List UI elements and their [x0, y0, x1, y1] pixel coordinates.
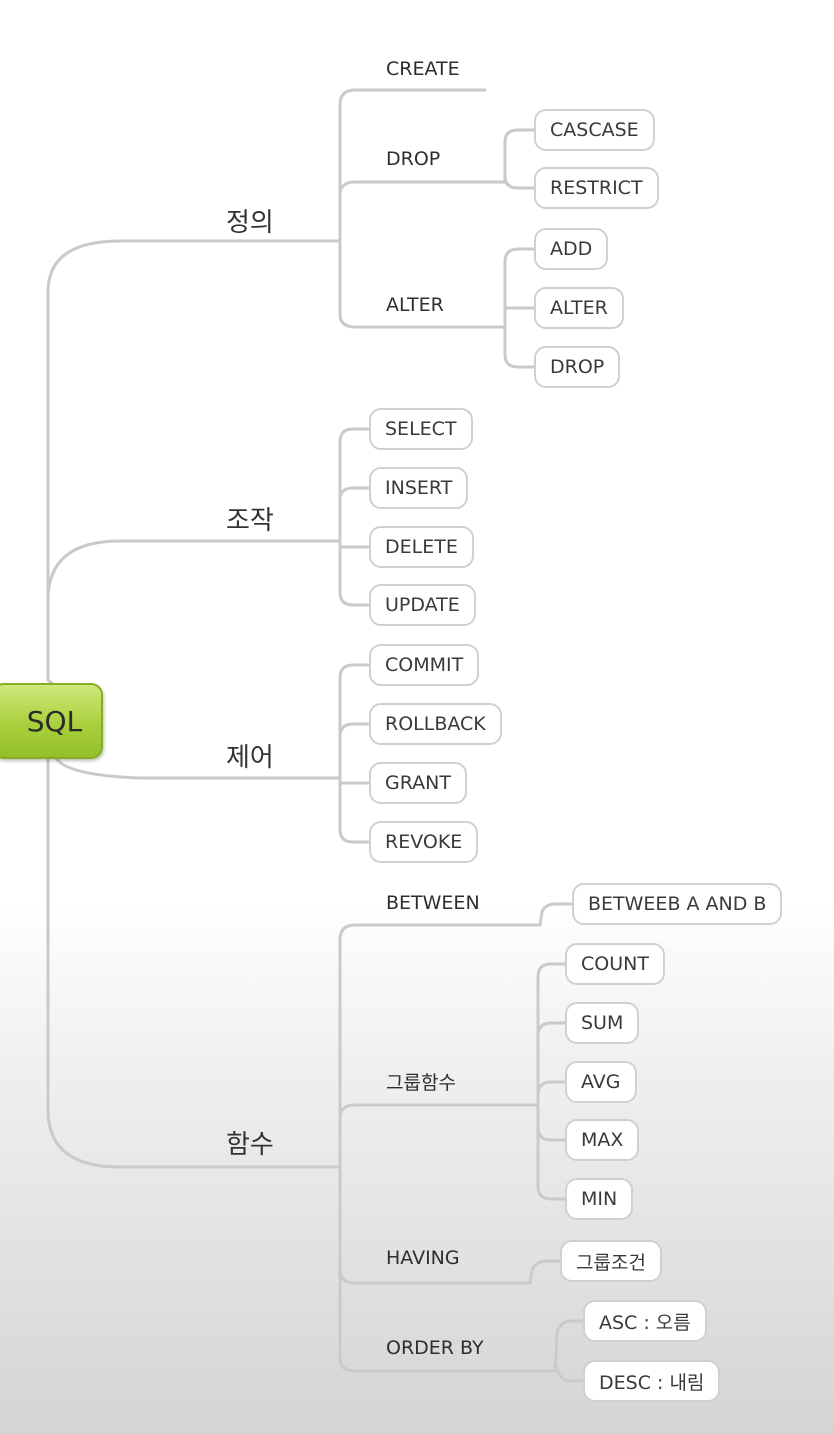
alter-option-drop[interactable]: DROP: [534, 346, 621, 388]
control-commit[interactable]: COMMIT: [369, 644, 480, 686]
functions-orderby[interactable]: ORDER BY: [386, 1337, 484, 1359]
orderby-desc[interactable]: DESC : 내림: [583, 1360, 721, 1402]
control-rollback[interactable]: ROLLBACK: [369, 703, 502, 745]
between-detail[interactable]: BETWEEB A AND B: [572, 883, 783, 925]
root-label: SQL: [26, 704, 83, 738]
manipulation-update[interactable]: UPDATE: [369, 584, 476, 626]
alter-option-alter[interactable]: ALTER: [534, 287, 624, 329]
group-avg[interactable]: AVG: [565, 1061, 637, 1103]
group-count[interactable]: COUNT: [565, 943, 665, 985]
definition-alter[interactable]: ALTER: [386, 294, 444, 316]
group-min[interactable]: MIN: [565, 1178, 634, 1220]
control-grant[interactable]: GRANT: [369, 762, 467, 804]
manipulation-select[interactable]: SELECT: [369, 408, 473, 450]
alter-option-add[interactable]: ADD: [534, 228, 609, 270]
orderby-asc[interactable]: ASC : 오름: [583, 1300, 707, 1342]
category-definition[interactable]: 정의: [226, 208, 274, 238]
drop-option-cascade[interactable]: CASCASE: [534, 109, 655, 151]
group-sum[interactable]: SUM: [565, 1002, 640, 1044]
root-node-sql[interactable]: SQL: [0, 683, 103, 759]
functions-having[interactable]: HAVING: [386, 1247, 460, 1269]
functions-group[interactable]: 그룹함수: [386, 1072, 456, 1094]
manipulation-delete[interactable]: DELETE: [369, 526, 474, 568]
drop-option-restrict[interactable]: RESTRICT: [534, 167, 659, 209]
definition-drop[interactable]: DROP: [386, 148, 441, 170]
manipulation-insert[interactable]: INSERT: [369, 467, 469, 509]
category-manipulation[interactable]: 조작: [226, 506, 274, 536]
having-detail[interactable]: 그룹조건: [560, 1240, 662, 1282]
control-revoke[interactable]: REVOKE: [369, 821, 479, 863]
group-max[interactable]: MAX: [565, 1119, 640, 1161]
category-control[interactable]: 제어: [226, 743, 274, 773]
functions-between[interactable]: BETWEEN: [386, 892, 480, 914]
category-functions[interactable]: 함수: [226, 1130, 274, 1160]
definition-create[interactable]: CREATE: [386, 58, 460, 80]
